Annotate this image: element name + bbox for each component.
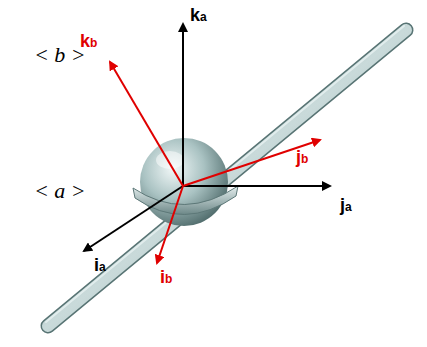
axis-label: kb xyxy=(80,32,97,50)
frame-a-axes xyxy=(84,24,330,251)
frame-label: < a > xyxy=(34,180,86,202)
axis-label: ia xyxy=(94,256,106,274)
axis-label: ib xyxy=(160,268,172,286)
frame-label: < b > xyxy=(34,44,86,66)
axis-label: ka xyxy=(190,6,207,24)
sphere xyxy=(133,138,238,226)
rod xyxy=(46,26,406,326)
frame-b-axes xyxy=(110,62,320,263)
axis-label: jb xyxy=(296,148,308,166)
axis-label: ja xyxy=(340,196,352,214)
